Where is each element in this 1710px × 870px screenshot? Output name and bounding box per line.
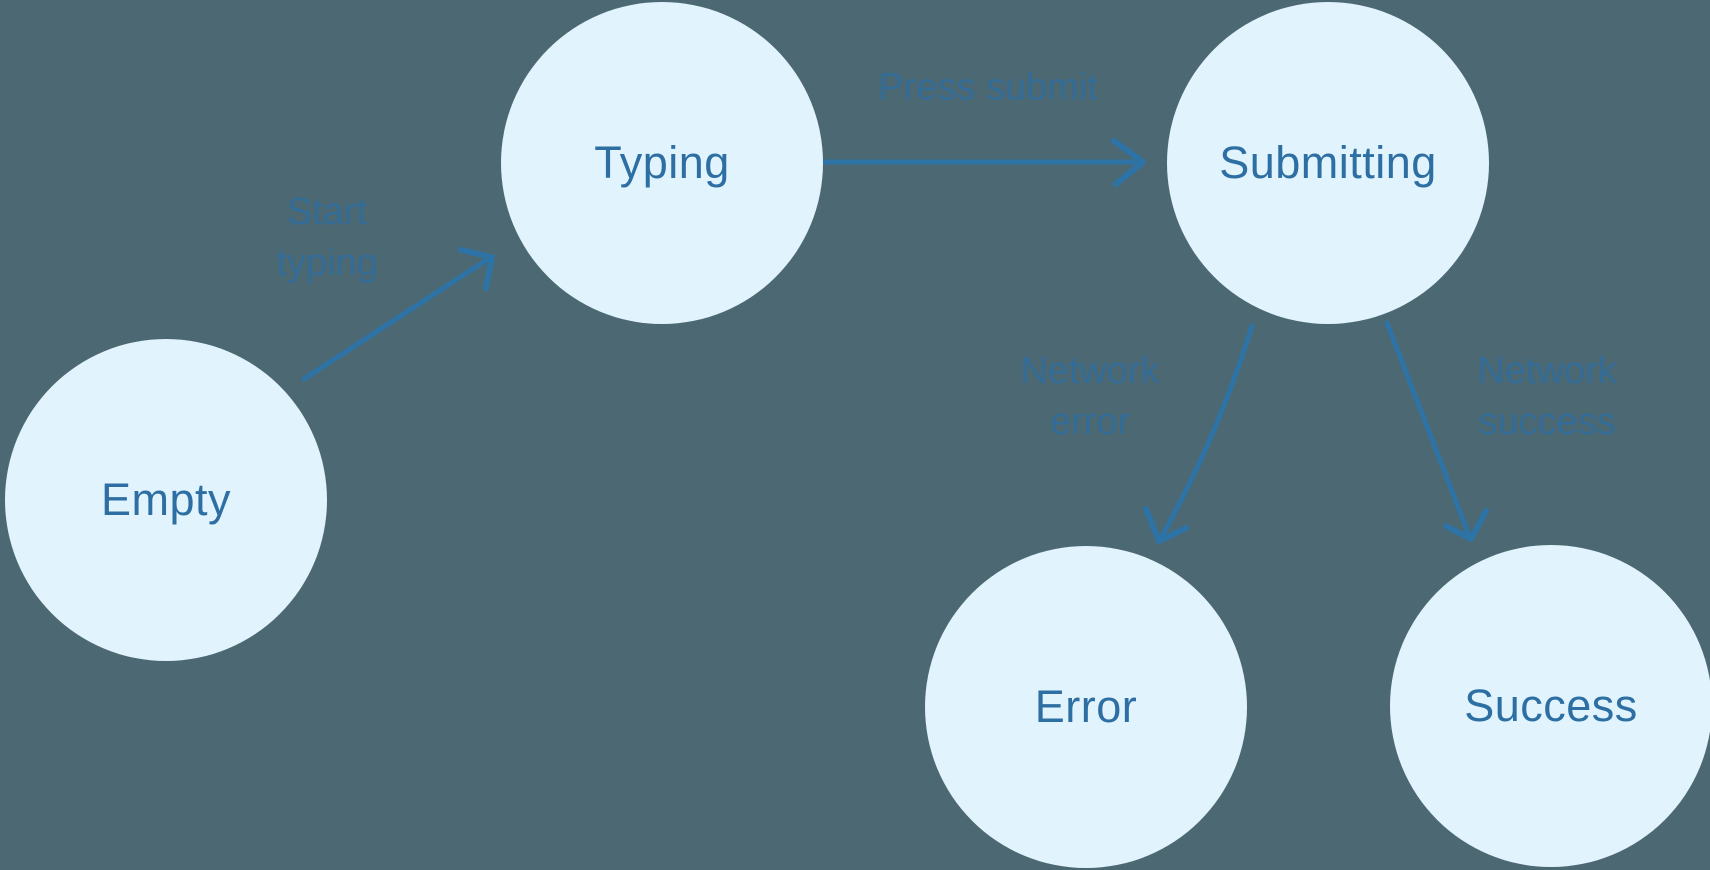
edge-typing-to-submitting-arrow — [822, 138, 1146, 187]
edge-submitting-to-error-arrow — [1143, 323, 1255, 544]
state-label-empty: Empty — [100, 474, 232, 525]
edge-submitting-to-success-arrow — [1384, 320, 1489, 542]
state-label-success: Success — [1464, 680, 1638, 731]
edge-label-network-error: Network error — [1020, 350, 1160, 443]
state-node-success: Success — [1390, 545, 1710, 867]
state-label-typing: Typing — [594, 137, 730, 188]
state-node-error: Error — [925, 546, 1247, 868]
state-label-error: Error — [1034, 681, 1138, 732]
state-node-typing: Typing — [501, 2, 823, 324]
edge-label-network-success: Network success — [1477, 350, 1617, 443]
edge-label-start-typing: Start typing — [276, 191, 378, 284]
state-node-submitting: Submitting — [1167, 2, 1489, 324]
edge-label-press-submit: Press submit — [878, 66, 1098, 109]
state-node-empty: Empty — [5, 339, 327, 661]
edge-empty-to-typing-arrow — [301, 247, 495, 382]
state-label-submitting: Submitting — [1219, 137, 1437, 188]
